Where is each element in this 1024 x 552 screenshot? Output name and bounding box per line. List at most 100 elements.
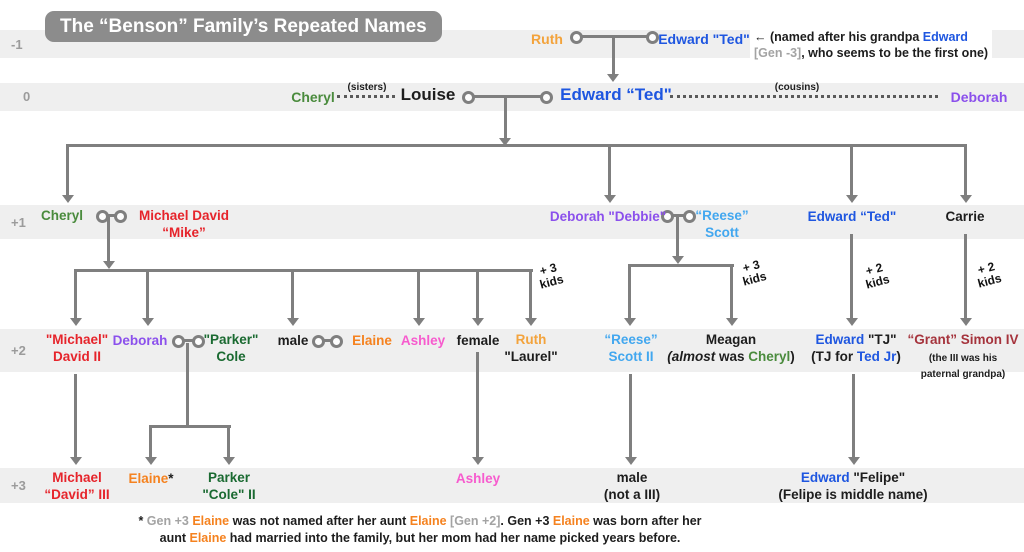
arrow-down-icon [70, 457, 82, 465]
connector-line [476, 352, 479, 458]
person-grant-simon-iv: “Grant” Simon IV (the III was his patern… [907, 332, 1018, 382]
connector-line [104, 214, 118, 217]
footnote-text: had married into the family, but her mom… [226, 531, 681, 545]
footnote-gen-ref: [Gen +2] [446, 514, 501, 528]
person-edward-ted-gen0: Edward “Ted" [560, 85, 672, 104]
name-note: paternal grandpa) [920, 369, 1006, 380]
connector-line [476, 271, 479, 319]
connector-line [146, 271, 149, 319]
sibling-bus-line [149, 425, 231, 428]
person-ashley-gen2: Ashley [400, 333, 446, 348]
name-line: Elaine [128, 471, 169, 486]
sibling-bus-line [66, 144, 967, 147]
marriage-ring-icon [192, 335, 205, 348]
name-line: Ruth [515, 332, 547, 347]
arrow-down-icon [604, 195, 616, 203]
arrow-down-icon [846, 195, 858, 203]
connector-line [850, 146, 853, 196]
name-note: (almost [667, 348, 716, 364]
arrow-down-icon [525, 318, 537, 326]
person-ashley-gen3: Ashley [455, 471, 501, 486]
name-line: Edward [815, 332, 865, 347]
connector-line [529, 269, 532, 319]
name-line: "Felipe" [849, 470, 906, 485]
name-line: Cole [216, 348, 246, 364]
arrow-down-icon [103, 261, 115, 269]
name-note: (not a III) [603, 486, 661, 502]
name-line: Meagan [705, 332, 757, 347]
person-cheryl-gen1: Cheryl [40, 208, 84, 223]
person-michael-david-iii: Michael “David” III [44, 470, 109, 503]
footnote-text: . [500, 514, 508, 528]
name-line: “Mike” [162, 224, 206, 240]
name-line: “Reese” [695, 208, 749, 223]
footnote-elaine: Elaine [189, 531, 227, 545]
marriage-ring-icon [114, 210, 127, 223]
name-line: Michael David [138, 208, 230, 223]
dotted-relation-line [337, 95, 395, 98]
label-plus3-kids: + 3 kids [738, 257, 768, 288]
person-ruth-laurel: Ruth "Laurel" [504, 332, 557, 365]
marriage-ring-icon [683, 210, 696, 223]
person-elaine-gen2: Elaine [352, 333, 392, 348]
arrow-down-icon [726, 318, 738, 326]
connector-line [186, 343, 189, 426]
connector-line [472, 95, 542, 98]
person-male-gen2: male [277, 333, 309, 348]
arrow-down-icon [960, 318, 972, 326]
name-line: "Parker" [203, 332, 259, 347]
person-cheryl-gen0: Cheryl [291, 89, 335, 105]
arrow-down-icon [607, 74, 619, 82]
connector-line [182, 339, 195, 342]
connector-line [629, 374, 632, 458]
name-line: male [616, 470, 648, 485]
footnote-star: * [168, 471, 174, 486]
marriage-ring-icon [540, 91, 553, 104]
annotation-edward: Edward [922, 30, 968, 44]
person-michael-david-ii: "Michael" David II [46, 332, 108, 365]
arrow-down-icon [62, 195, 74, 203]
person-deborah-gen0: Deborah [950, 89, 1008, 105]
generation-band-plus3 [0, 468, 1024, 503]
footnote-text: was not named after her aunt [229, 514, 410, 528]
connector-line [578, 35, 650, 38]
arrow-down-icon [287, 318, 299, 326]
marriage-ring-icon [330, 335, 343, 348]
connector-line [74, 374, 77, 458]
connector-line [227, 425, 230, 458]
name-line: "Michael" [45, 332, 109, 347]
arrow-down-icon [846, 318, 858, 326]
footnote-elaine: Elaine [409, 514, 447, 528]
name-line: "TJ" [864, 332, 897, 347]
name-line: "Laurel" [504, 348, 558, 364]
person-meagan: Meagan (almost was Cheryl) [667, 332, 795, 365]
generation-band-plus2 [0, 329, 1024, 372]
connector-line [504, 98, 507, 140]
name-line: Scott II [608, 348, 654, 364]
gen-label-plus2: +2 [11, 343, 26, 358]
name-note: (TJ for [811, 348, 857, 364]
connector-line [66, 146, 69, 196]
footnote-text: aunt [159, 531, 190, 545]
arrow-down-icon [672, 256, 684, 264]
gen-label-0: 0 [23, 89, 31, 104]
person-michael-david-mike: Michael David “Mike” [139, 208, 229, 241]
marriage-ring-icon [312, 335, 325, 348]
gen-label-plus1: +1 [11, 215, 26, 230]
connector-line [628, 265, 631, 319]
name-note: was [715, 348, 749, 364]
name-note: Ted Jr [856, 348, 897, 364]
person-carrie: Carrie [945, 209, 985, 224]
annotation-gen-ref: [Gen -3] [754, 45, 802, 60]
person-edward-ted-gen1: Edward “Ted" [807, 209, 897, 224]
arrow-down-icon [625, 457, 637, 465]
person-ruth-gen-neg1: Ruth [531, 31, 563, 47]
person-parker-cole: "Parker" Cole [204, 332, 259, 365]
connector-line [608, 146, 611, 196]
connector-line [107, 217, 110, 262]
person-female-gen2: female [456, 333, 500, 348]
page-title: The “Benson” Family’s Repeated Names [45, 11, 442, 42]
footnote-gen-ref: Gen +3 [146, 514, 193, 528]
connector-line [730, 265, 733, 319]
